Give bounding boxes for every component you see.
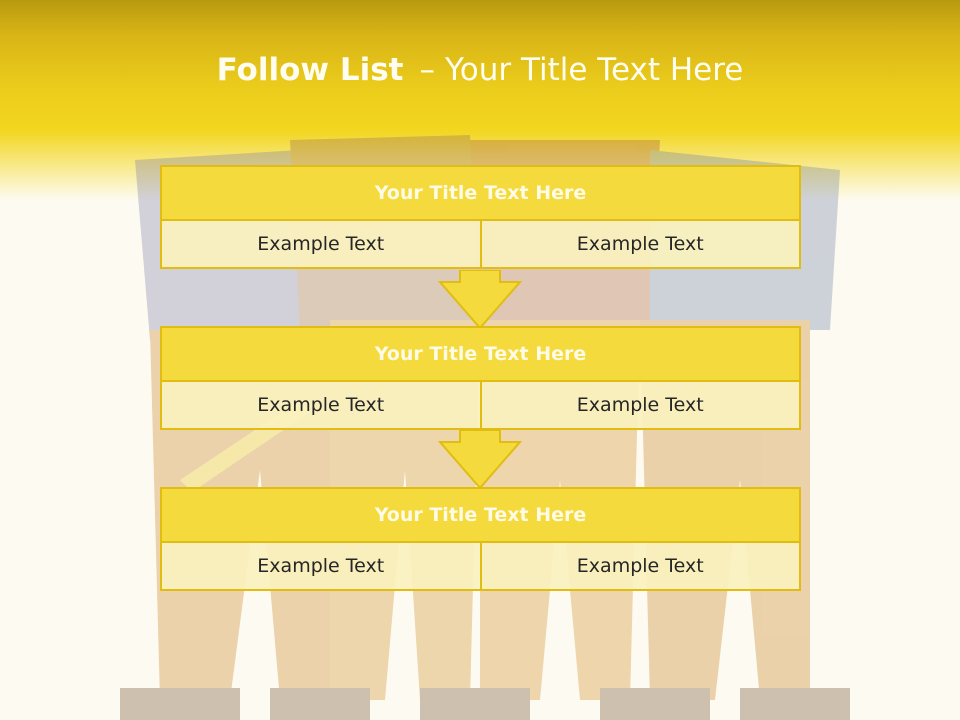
step-left-text: Example Text [160, 380, 482, 430]
step-title: Your Title Text Here [160, 165, 801, 221]
down-arrow-icon [438, 430, 522, 490]
step-title: Your Title Text Here [160, 487, 801, 543]
step-left-text: Example Text [160, 219, 482, 269]
slide-title: Follow List–Your Title Text Here [0, 52, 960, 88]
slide-title-rest: Your Title Text Here [444, 52, 744, 88]
slide-title-bold: Follow List [216, 52, 404, 88]
step-row: Example Text Example Text [160, 541, 801, 591]
step-left-text: Example Text [160, 541, 482, 591]
down-arrow-icon [438, 270, 522, 330]
slide-title-dash: – [419, 52, 435, 88]
step-right-text: Example Text [479, 219, 801, 269]
step-row: Example Text Example Text [160, 219, 801, 269]
step-block: Your Title Text Here Example Text Exampl… [160, 487, 801, 591]
step-row: Example Text Example Text [160, 380, 801, 430]
step-block: Your Title Text Here Example Text Exampl… [160, 165, 801, 269]
step-right-text: Example Text [479, 380, 801, 430]
step-title: Your Title Text Here [160, 326, 801, 382]
step-right-text: Example Text [479, 541, 801, 591]
step-block: Your Title Text Here Example Text Exampl… [160, 326, 801, 430]
